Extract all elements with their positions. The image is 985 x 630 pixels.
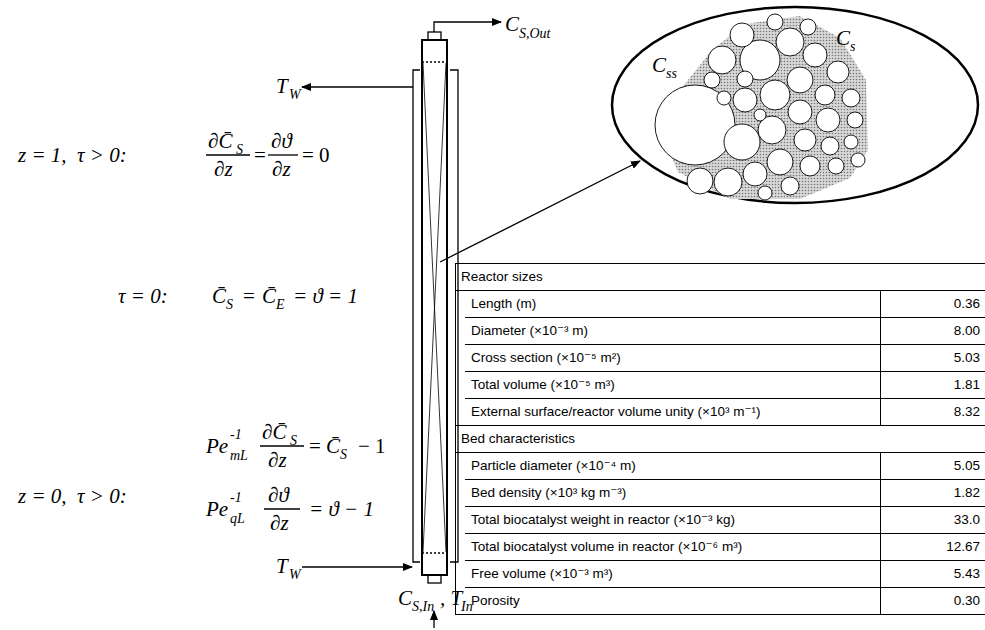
coolant-out bbox=[302, 86, 413, 87]
concentration-label: ss bbox=[666, 67, 677, 81]
equation-text: C̄ bbox=[262, 286, 276, 307]
table-value: 5.03 bbox=[954, 351, 980, 365]
particle-inset: CssCs bbox=[610, 5, 980, 205]
equation-text: ∂C̄ bbox=[208, 131, 232, 152]
equation-text: = ϑ − 1 bbox=[309, 499, 374, 520]
subscript: S bbox=[290, 434, 297, 448]
leader-line bbox=[440, 161, 640, 262]
table-value: 0.30 bbox=[954, 594, 980, 608]
subscript: E bbox=[276, 298, 285, 312]
equation-text: ∂z bbox=[214, 159, 233, 180]
table-value: 33.0 bbox=[954, 513, 980, 527]
inset-outline bbox=[610, 5, 980, 205]
table-heading: Bed characteristics bbox=[461, 432, 575, 446]
table-value: 1.82 bbox=[954, 486, 980, 500]
equation-text: ∂ϑ bbox=[271, 131, 292, 152]
table-cell: Bed density (×10³ kg m⁻³) bbox=[471, 486, 626, 500]
equation-text: = bbox=[243, 286, 255, 307]
table-value: 12.67 bbox=[946, 540, 980, 554]
table-value: 8.32 bbox=[954, 405, 980, 419]
subscript: -1 bbox=[230, 491, 242, 505]
table-cell: Porosity bbox=[471, 594, 520, 608]
equation-text: ∂C̄ bbox=[262, 422, 286, 443]
table-cell: Diameter (×10⁻³ m) bbox=[471, 324, 588, 338]
equation-text: = ϑ = 1 bbox=[293, 286, 358, 307]
table-grid bbox=[455, 263, 985, 615]
table-value: 0.36 bbox=[954, 297, 980, 311]
equation-text: ∂z bbox=[268, 450, 287, 471]
equation-text: = bbox=[254, 145, 266, 166]
equation-text: ∂z bbox=[270, 513, 289, 534]
subscript: S,Out bbox=[519, 27, 551, 41]
equation-text: z = 0, τ > 0: bbox=[18, 486, 127, 507]
equation-text: C̄ bbox=[326, 436, 340, 457]
packing bbox=[423, 63, 446, 552]
table-cell: Total biocatalyst volume in reactor (×10… bbox=[471, 540, 742, 554]
subscript: S bbox=[340, 448, 347, 462]
table-value: 8.00 bbox=[954, 324, 980, 338]
table-heading: Reactor sizes bbox=[461, 270, 543, 284]
equation-text: = bbox=[309, 436, 321, 457]
table-cell: Length (m) bbox=[471, 297, 536, 311]
equation-text: Pe bbox=[206, 499, 228, 520]
subscript: qL bbox=[230, 512, 245, 526]
distributor bbox=[422, 552, 447, 553]
table-cell: Total volume (×10⁻⁵ m³) bbox=[471, 378, 615, 392]
column-tube bbox=[422, 40, 447, 575]
concentration-label: s bbox=[850, 40, 855, 54]
equation-text: , T bbox=[440, 588, 462, 609]
flange bbox=[428, 575, 441, 583]
table-cell: Cross section (×10⁻⁵ m²) bbox=[471, 351, 621, 365]
packing bbox=[423, 63, 446, 552]
equation-text: C bbox=[398, 588, 412, 609]
fraction-bar bbox=[264, 508, 300, 509]
fraction-bar bbox=[260, 445, 304, 446]
table-value: 1.81 bbox=[954, 378, 980, 392]
table-cell: Total biocatalyst weight in reactor (×10… bbox=[471, 513, 735, 527]
concentration-label: C bbox=[836, 28, 850, 49]
equation-text: T bbox=[276, 76, 288, 97]
outlet-arrow bbox=[434, 22, 501, 32]
flange bbox=[428, 32, 441, 40]
table-value: 5.05 bbox=[954, 459, 980, 473]
subscript: S bbox=[236, 143, 243, 157]
equation-text: τ = 0: bbox=[118, 286, 168, 307]
equation-text: − 1 bbox=[358, 436, 386, 457]
equation-text: C bbox=[505, 14, 519, 35]
table-cell: Free volume (×10⁻³ m³) bbox=[471, 567, 613, 581]
equation-text: = 0 bbox=[302, 145, 330, 166]
equation-text: ∂z bbox=[272, 159, 291, 180]
equation-text: z = 1, τ > 0: bbox=[18, 145, 127, 166]
subscript: W bbox=[289, 88, 301, 102]
distributor bbox=[422, 61, 447, 62]
subscript: W bbox=[289, 568, 301, 582]
table-value: 5.43 bbox=[954, 567, 980, 581]
subscript: In bbox=[461, 600, 473, 614]
equation-text: T bbox=[276, 556, 288, 577]
equation-text: ∂ϑ bbox=[268, 485, 289, 506]
concentration-label: C bbox=[652, 55, 666, 76]
jacket bbox=[450, 70, 458, 562]
subscript: mL bbox=[230, 449, 248, 463]
equation-text: C̄ bbox=[212, 286, 226, 307]
equation-text: Pe bbox=[206, 436, 228, 457]
subscript: S bbox=[226, 298, 233, 312]
subscript: S,In bbox=[412, 600, 434, 614]
table-cell: Particle diameter (×10⁻⁴ m) bbox=[471, 459, 636, 473]
fraction-bar bbox=[268, 154, 298, 155]
fraction-bar bbox=[206, 154, 250, 155]
jacket bbox=[413, 70, 420, 562]
coolant-in bbox=[302, 566, 412, 567]
table-cell: External surface/reactor volume unity (×… bbox=[471, 405, 761, 419]
subscript: -1 bbox=[230, 428, 242, 442]
